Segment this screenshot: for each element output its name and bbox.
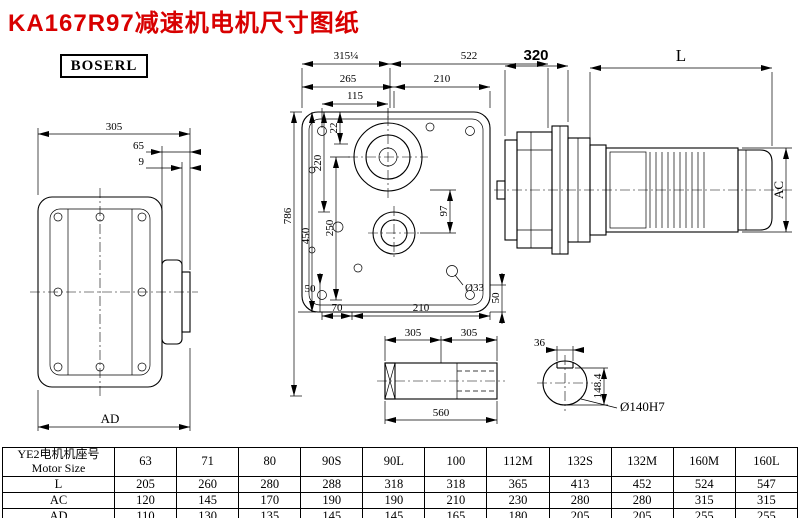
motor-assembly-view: 320 L AC (494, 46, 795, 255)
table-header-en: Motor Size (31, 460, 86, 475)
dim-shaft-560: 560 (433, 407, 450, 419)
cell-L-0: 205 (113, 475, 178, 493)
cell-AD-9: 255 (672, 507, 736, 518)
dim-front-115: 115 (347, 90, 364, 102)
dim-front-dia33: Ø33 (465, 282, 484, 294)
size-col-3: 90S (300, 447, 364, 477)
dim-section-148-4: 148.4 (592, 373, 604, 398)
cell-AC-10: 315 (734, 491, 799, 509)
cell-AC-1: 145 (176, 491, 240, 509)
cell-AC-9: 315 (672, 491, 736, 509)
size-col-1: 71 (176, 447, 240, 477)
size-col-5: 100 (424, 447, 488, 477)
dim-front-210-top: 210 (434, 73, 451, 85)
cell-AD-1: 130 (176, 507, 240, 518)
cell-AD-7: 205 (548, 507, 612, 518)
cell-AC-4: 190 (362, 491, 426, 509)
row-label-L: L (2, 475, 115, 493)
size-col-8: 132M (610, 447, 674, 477)
dim-front-97: 97 (438, 205, 450, 217)
dim-side-ad: AD (101, 411, 120, 426)
cell-AC-0: 120 (113, 491, 178, 509)
cell-AC-7: 280 (548, 491, 612, 509)
dim-front-220: 220 (312, 154, 324, 171)
dim-side-305: 305 (106, 121, 123, 133)
cell-AD-2: 135 (238, 507, 302, 518)
cell-L-10: 547 (734, 475, 799, 493)
dim-front-50-left: 50 (305, 283, 317, 295)
dim-motor-AC: AC (771, 181, 786, 199)
row-label-AD: AD (2, 507, 115, 518)
table-row-AC: AC 120 145 170 190 190 210 230 280 280 3… (2, 491, 799, 509)
cell-AD-8: 205 (610, 507, 674, 518)
cell-AC-5: 210 (424, 491, 488, 509)
cell-L-6: 365 (486, 475, 550, 493)
motor-size-table: YE2电机机座号 Motor Size 63 71 80 90S 90L 100… (2, 447, 799, 518)
dim-front-522: 522 (461, 50, 478, 62)
dim-motor-L: L (676, 46, 686, 65)
cell-AD-10: 255 (734, 507, 799, 518)
size-col-2: 80 (238, 447, 302, 477)
cell-AD-3: 145 (300, 507, 364, 518)
size-col-6: 112M (486, 447, 550, 477)
cell-AC-3: 190 (300, 491, 364, 509)
dim-front-265: 265 (340, 73, 357, 85)
table-row-AD: AD 110 130 135 145 145 165 180 205 205 2… (2, 507, 799, 518)
cell-L-2: 280 (238, 475, 302, 493)
row-label-AC: AC (2, 491, 115, 509)
cell-AD-4: 145 (362, 507, 426, 518)
dim-front-450: 450 (300, 227, 312, 244)
cell-L-9: 524 (672, 475, 736, 493)
table-header-row: YE2电机机座号 Motor Size 63 71 80 90S 90L 100… (2, 447, 799, 477)
size-col-7: 132S (548, 447, 612, 477)
dim-section-dia140h7: Ø140H7 (620, 399, 665, 414)
brand-logo-text: BOSERL (70, 57, 138, 74)
dim-front-315: 315¼ (334, 50, 359, 62)
table-header-motor-size: YE2电机机座号 Motor Size (2, 447, 115, 477)
dim-front-786: 786 (282, 207, 294, 224)
dim-side-65: 65 (133, 140, 145, 152)
table-header-cn: YE2电机机座号 (17, 447, 100, 461)
cell-AC-8: 280 (610, 491, 674, 509)
dim-side-9: 9 (139, 156, 145, 168)
dim-front-70: 70 (332, 302, 344, 314)
table-row-L: L 205 260 280 288 318 318 365 413 452 52… (2, 475, 799, 493)
brand-logo: BOSERL (60, 54, 148, 78)
size-col-10: 160L (734, 447, 799, 477)
cell-AC-2: 170 (238, 491, 302, 509)
cell-L-1: 260 (176, 475, 240, 493)
shaft-section-view: 36 148.4 Ø140H7 (534, 337, 665, 414)
dim-front-250: 250 (324, 219, 336, 236)
cell-AC-6: 230 (486, 491, 550, 509)
cell-L-8: 452 (610, 475, 674, 493)
page-title: KA167R97减速机电机尺寸图纸 (8, 10, 360, 37)
output-shaft-view: 305 305 560 (377, 327, 505, 424)
dim-shaft-305b: 305 (461, 327, 478, 339)
gearbox-front-view: 315¼ 522 265 210 115 786 450 220 250 22 (282, 50, 549, 397)
cell-AD-0: 110 (113, 507, 178, 518)
cell-L-3: 288 (300, 475, 364, 493)
cell-L-7: 413 (548, 475, 612, 493)
dim-motor-320: 320 (523, 47, 548, 64)
cell-L-4: 318 (362, 475, 426, 493)
dim-front-210-bottom: 210 (413, 302, 430, 314)
dim-shaft-305a: 305 (405, 327, 422, 339)
size-col-0: 63 (113, 447, 178, 477)
size-col-4: 90L (362, 447, 426, 477)
technical-drawing-canvas: 305 65 9 AD (30, 46, 795, 431)
dim-front-50-right: 50 (490, 292, 502, 304)
dim-front-22: 22 (328, 123, 340, 134)
cell-AD-5: 165 (424, 507, 488, 518)
gearbox-side-view: 305 65 9 AD (30, 121, 201, 431)
size-col-9: 160M (672, 447, 736, 477)
dim-section-36: 36 (534, 337, 546, 349)
cell-AD-6: 180 (486, 507, 550, 518)
cell-L-5: 318 (424, 475, 488, 493)
